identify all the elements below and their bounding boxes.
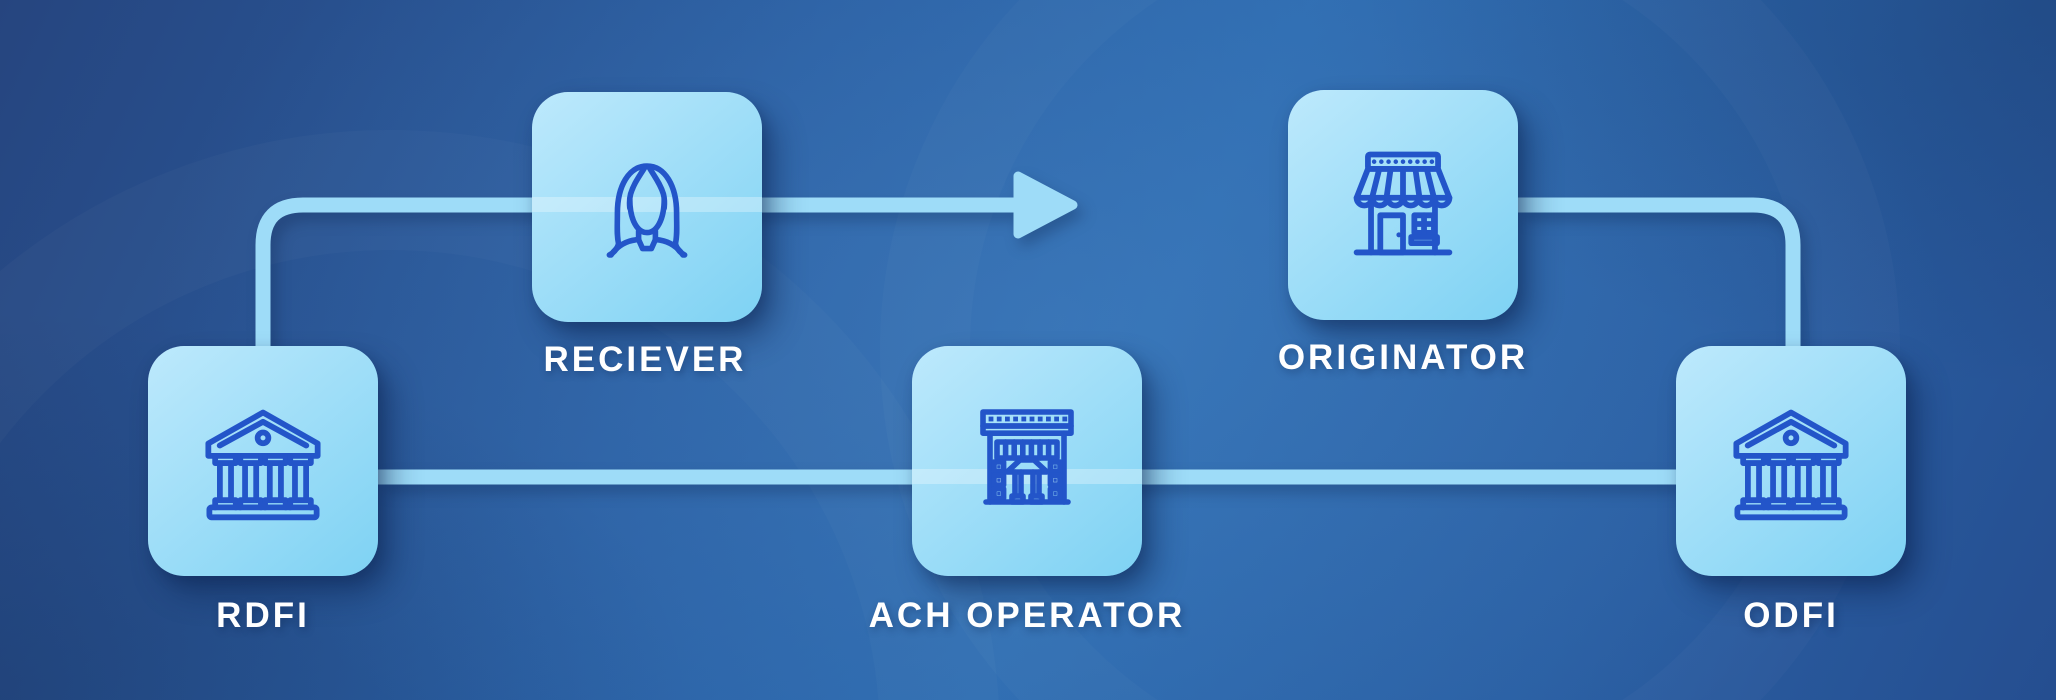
storefront-icon bbox=[1353, 151, 1453, 256]
receiver-label: RECIEVER bbox=[543, 340, 747, 379]
bank-icon bbox=[205, 409, 321, 521]
ach-operator-label: ACH OPERATOR bbox=[868, 596, 1186, 635]
odfi-tile bbox=[1676, 346, 1906, 576]
originator-label: ORIGINATOR bbox=[1277, 338, 1529, 377]
odfi-label: ODFI bbox=[1743, 596, 1839, 635]
connector-rdfi-to-receiver bbox=[255, 197, 1018, 346]
flow-arrowhead-icon bbox=[1013, 171, 1078, 239]
connector-highlight-band bbox=[912, 469, 1142, 484]
connector-highlight-band bbox=[532, 197, 762, 212]
originator-tile bbox=[1288, 90, 1518, 320]
connector-originator-to-odfi bbox=[1518, 197, 1801, 346]
rdfi-label: RDFI bbox=[216, 596, 310, 635]
ach-operator-tile bbox=[912, 346, 1142, 576]
person-icon bbox=[606, 163, 688, 258]
ach-building-icon bbox=[980, 409, 1074, 505]
receiver-tile bbox=[532, 92, 762, 322]
rdfi-tile bbox=[148, 346, 378, 576]
bank-icon bbox=[1733, 409, 1849, 521]
